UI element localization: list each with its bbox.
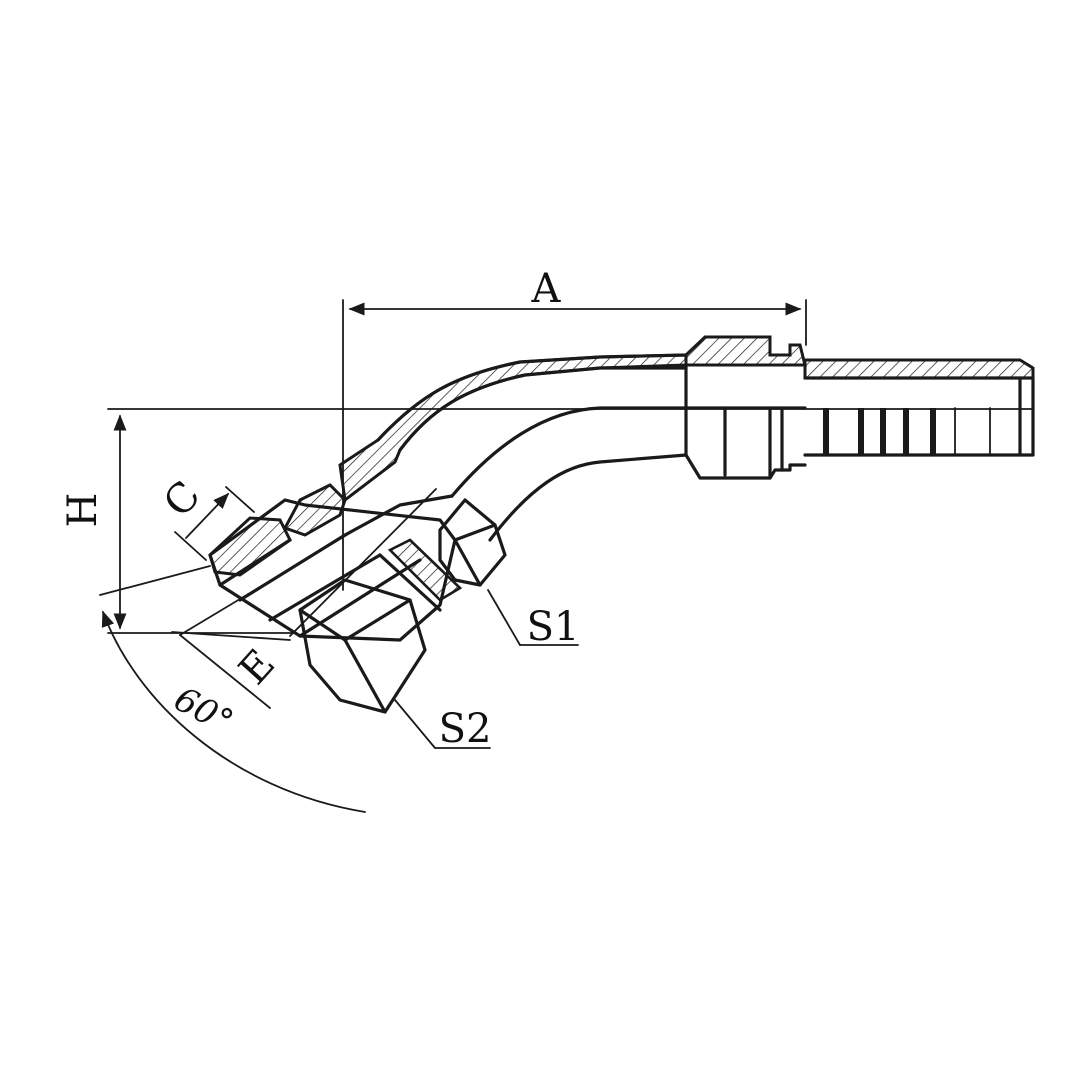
dimension-c bbox=[174, 486, 255, 561]
swivel-nut-assembly bbox=[208, 483, 579, 749]
hose-tail-section bbox=[803, 358, 1035, 380]
hex-nut-s1 bbox=[438, 498, 507, 587]
dimension-a bbox=[342, 299, 807, 591]
label-c: C bbox=[155, 473, 210, 527]
dimension-h bbox=[107, 414, 296, 634]
label-e: E bbox=[230, 641, 284, 693]
label-s1: S1 bbox=[527, 604, 580, 650]
fitting-body bbox=[338, 335, 1035, 542]
sleeve bbox=[387, 538, 463, 602]
label-s2: S2 bbox=[439, 706, 492, 752]
dimension-angle bbox=[99, 565, 366, 813]
label-a: A bbox=[531, 266, 562, 312]
hex-nut-s2 bbox=[298, 578, 427, 714]
label-h: H bbox=[60, 493, 106, 528]
collar-section bbox=[684, 335, 807, 367]
label-angle: 60° bbox=[168, 679, 240, 743]
